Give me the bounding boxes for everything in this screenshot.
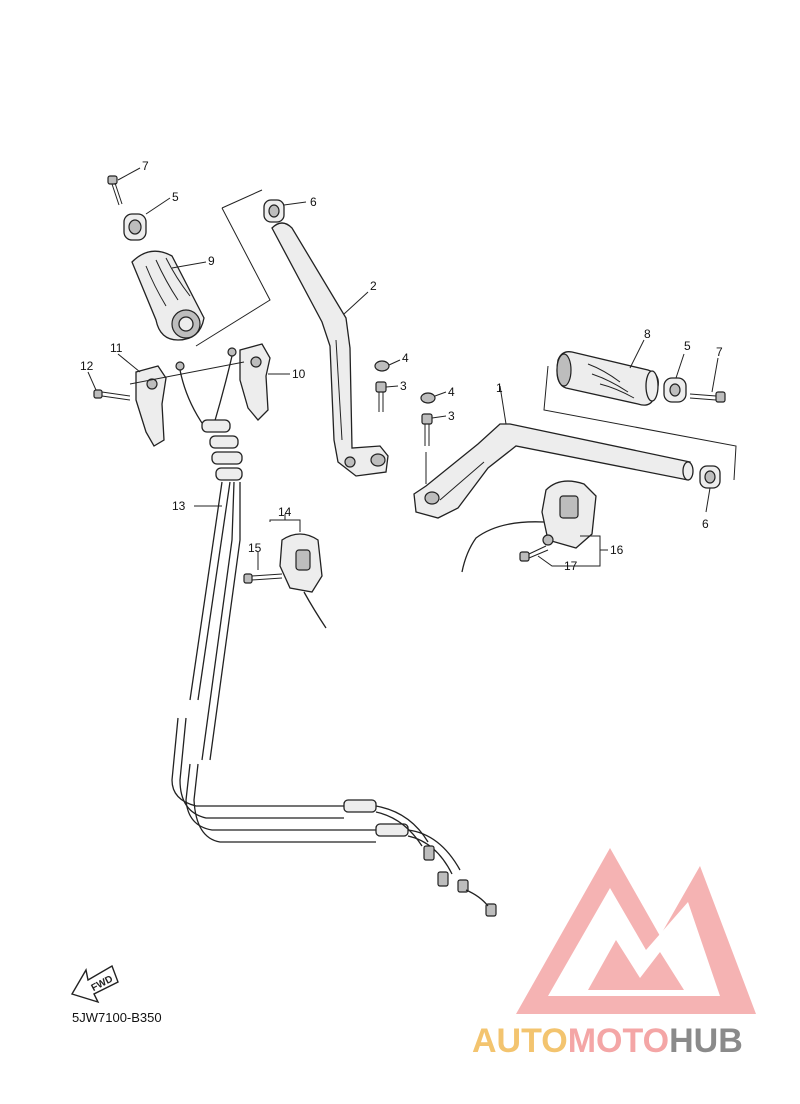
label-4-b: 4 xyxy=(448,385,455,399)
left-bolt-7 xyxy=(107,175,123,206)
watermark-part-1: AUTO xyxy=(472,1022,568,1060)
watermark-part-2: MOTO xyxy=(568,1022,669,1060)
label-17: 17 xyxy=(564,559,578,573)
label-3-a: 3 xyxy=(400,379,407,393)
throttle-housing-lower-11 xyxy=(135,365,167,447)
label-10: 10 xyxy=(292,367,306,381)
label-13: 13 xyxy=(172,499,186,513)
label-15: 15 xyxy=(248,541,262,555)
right-grip-8 xyxy=(556,351,659,406)
right-bar-end-6 xyxy=(699,465,721,489)
label-8: 8 xyxy=(644,327,651,341)
left-bar-end-5 xyxy=(123,213,147,241)
throttle-cable-13 xyxy=(171,347,497,917)
screw-12 xyxy=(93,389,131,401)
label-6-right: 6 xyxy=(702,517,709,531)
left-switch-14 xyxy=(279,533,327,629)
screw-17 xyxy=(519,545,549,562)
left-bar-end-6 xyxy=(263,199,285,223)
label-4-a: 4 xyxy=(402,351,409,365)
label-3-b: 3 xyxy=(448,409,455,423)
label-2: 2 xyxy=(370,279,377,293)
left-handlebar-2 xyxy=(271,222,389,477)
fwd-arrow-icon: FWD xyxy=(70,964,119,1004)
label-1: 1 xyxy=(496,381,503,395)
left-grip-9 xyxy=(131,250,205,341)
diagram-code: 5JW7100-B350 xyxy=(72,1010,162,1025)
label-5-right: 5 xyxy=(684,339,691,353)
label-7-left: 7 xyxy=(142,159,149,173)
right-handlebar-1 xyxy=(413,423,694,519)
label-14: 14 xyxy=(278,505,292,519)
label-12: 12 xyxy=(80,359,94,373)
bolt-3-b xyxy=(421,413,433,446)
right-bar-end-5 xyxy=(663,377,687,403)
screw-15 xyxy=(243,573,283,584)
bolt-3-a xyxy=(375,381,387,412)
watermark-text: AUTOMOTOHUB xyxy=(472,1022,743,1060)
cap-4-b xyxy=(420,392,436,404)
label-6-top: 6 xyxy=(310,195,317,209)
label-16: 16 xyxy=(610,543,624,557)
label-9: 9 xyxy=(208,254,215,268)
right-bolt-7 xyxy=(689,391,726,403)
label-7-right: 7 xyxy=(716,345,723,359)
right-switch-16 xyxy=(461,480,597,573)
throttle-housing-upper-10 xyxy=(239,343,271,421)
label-5-left: 5 xyxy=(172,190,179,204)
label-11: 11 xyxy=(110,341,123,355)
watermark-logo xyxy=(516,848,756,1014)
cap-4-a xyxy=(374,360,390,372)
watermark-part-3: HUB xyxy=(669,1022,743,1060)
